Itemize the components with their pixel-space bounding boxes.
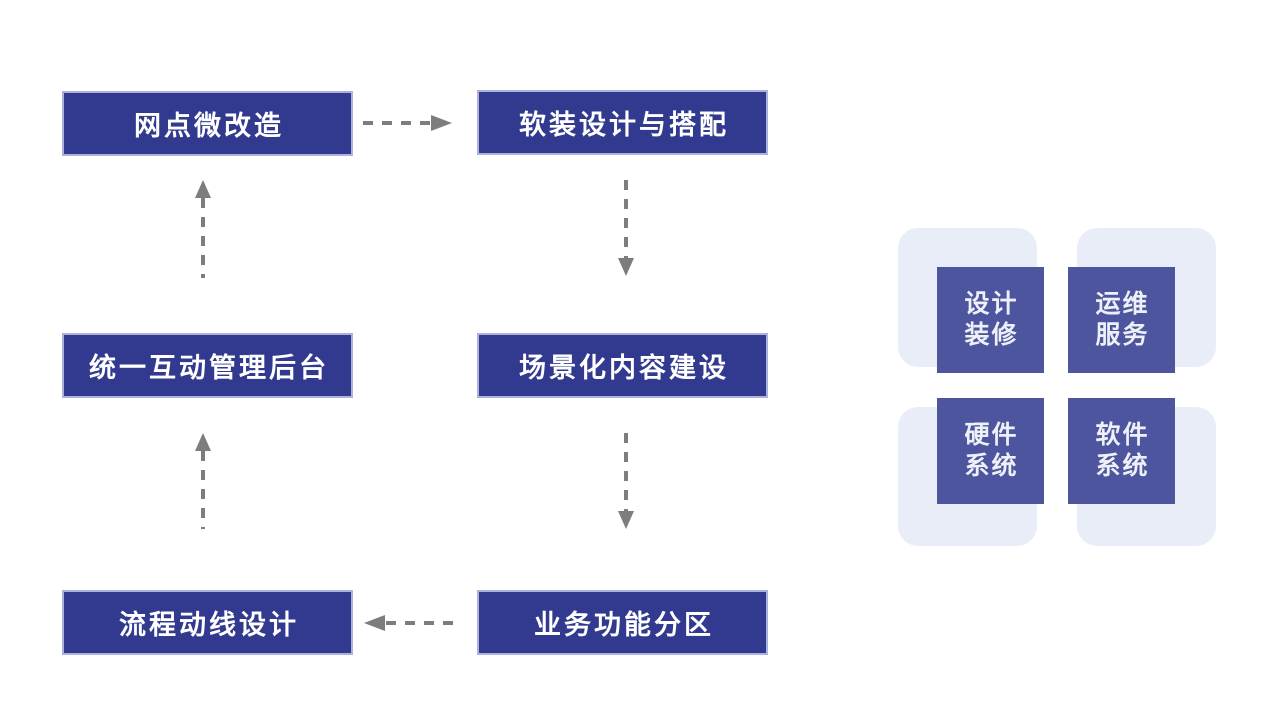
arrow-head xyxy=(618,511,634,529)
flow-box-label: 业务功能分区 xyxy=(534,610,714,640)
flow-box-label: 统一互动管理后台 xyxy=(89,353,329,383)
flow-box-network-micro-renovation: 网点微改造 xyxy=(62,91,353,156)
arrow-head xyxy=(195,433,211,451)
arrow-dash-line xyxy=(386,621,455,625)
arrow-dash-line xyxy=(201,198,205,278)
flow-box-label: 软装设计与搭配 xyxy=(519,110,729,140)
module-label-line1: 硬件 xyxy=(964,420,1019,449)
arrow-dash-line xyxy=(363,121,431,125)
module-label-line1: 软件 xyxy=(1095,420,1150,449)
module-label-line1: 设计 xyxy=(964,289,1019,318)
module-tile-software-system: 软件 系统 xyxy=(1068,398,1175,504)
flow-box-label: 场景化内容建设 xyxy=(519,353,729,383)
arrow-head xyxy=(618,258,634,276)
arrow-dash-line xyxy=(624,180,628,259)
flow-box-soft-decoration-design: 软装设计与搭配 xyxy=(477,90,768,155)
module-label-line2: 服务 xyxy=(1095,321,1150,349)
flow-box-process-flow-design: 流程动线设计 xyxy=(62,590,353,655)
arrow-dash-line xyxy=(201,451,205,529)
module-label-line1: 运维 xyxy=(1095,289,1150,318)
flow-box-business-function-zoning: 业务功能分区 xyxy=(477,590,768,655)
flow-box-scenario-content-construction: 场景化内容建设 xyxy=(477,333,768,398)
module-label-line2: 装修 xyxy=(964,321,1019,349)
module-tile-hardware-system: 硬件 系统 xyxy=(937,398,1044,504)
module-tile-operation-maintenance: 运维 服务 xyxy=(1068,267,1175,373)
flow-box-unified-management-backend: 统一互动管理后台 xyxy=(62,333,353,398)
arrow-head xyxy=(431,115,452,131)
module-tile-design-decoration: 设计 装修 xyxy=(937,267,1044,373)
arrow-dash-line xyxy=(624,433,628,512)
module-label-line2: 系统 xyxy=(964,452,1019,480)
arrow-head xyxy=(195,180,211,198)
flow-box-label: 网点微改造 xyxy=(134,111,284,141)
flow-box-label: 流程动线设计 xyxy=(119,610,299,640)
arrow-head xyxy=(364,615,385,631)
module-label-line2: 系统 xyxy=(1095,452,1150,480)
